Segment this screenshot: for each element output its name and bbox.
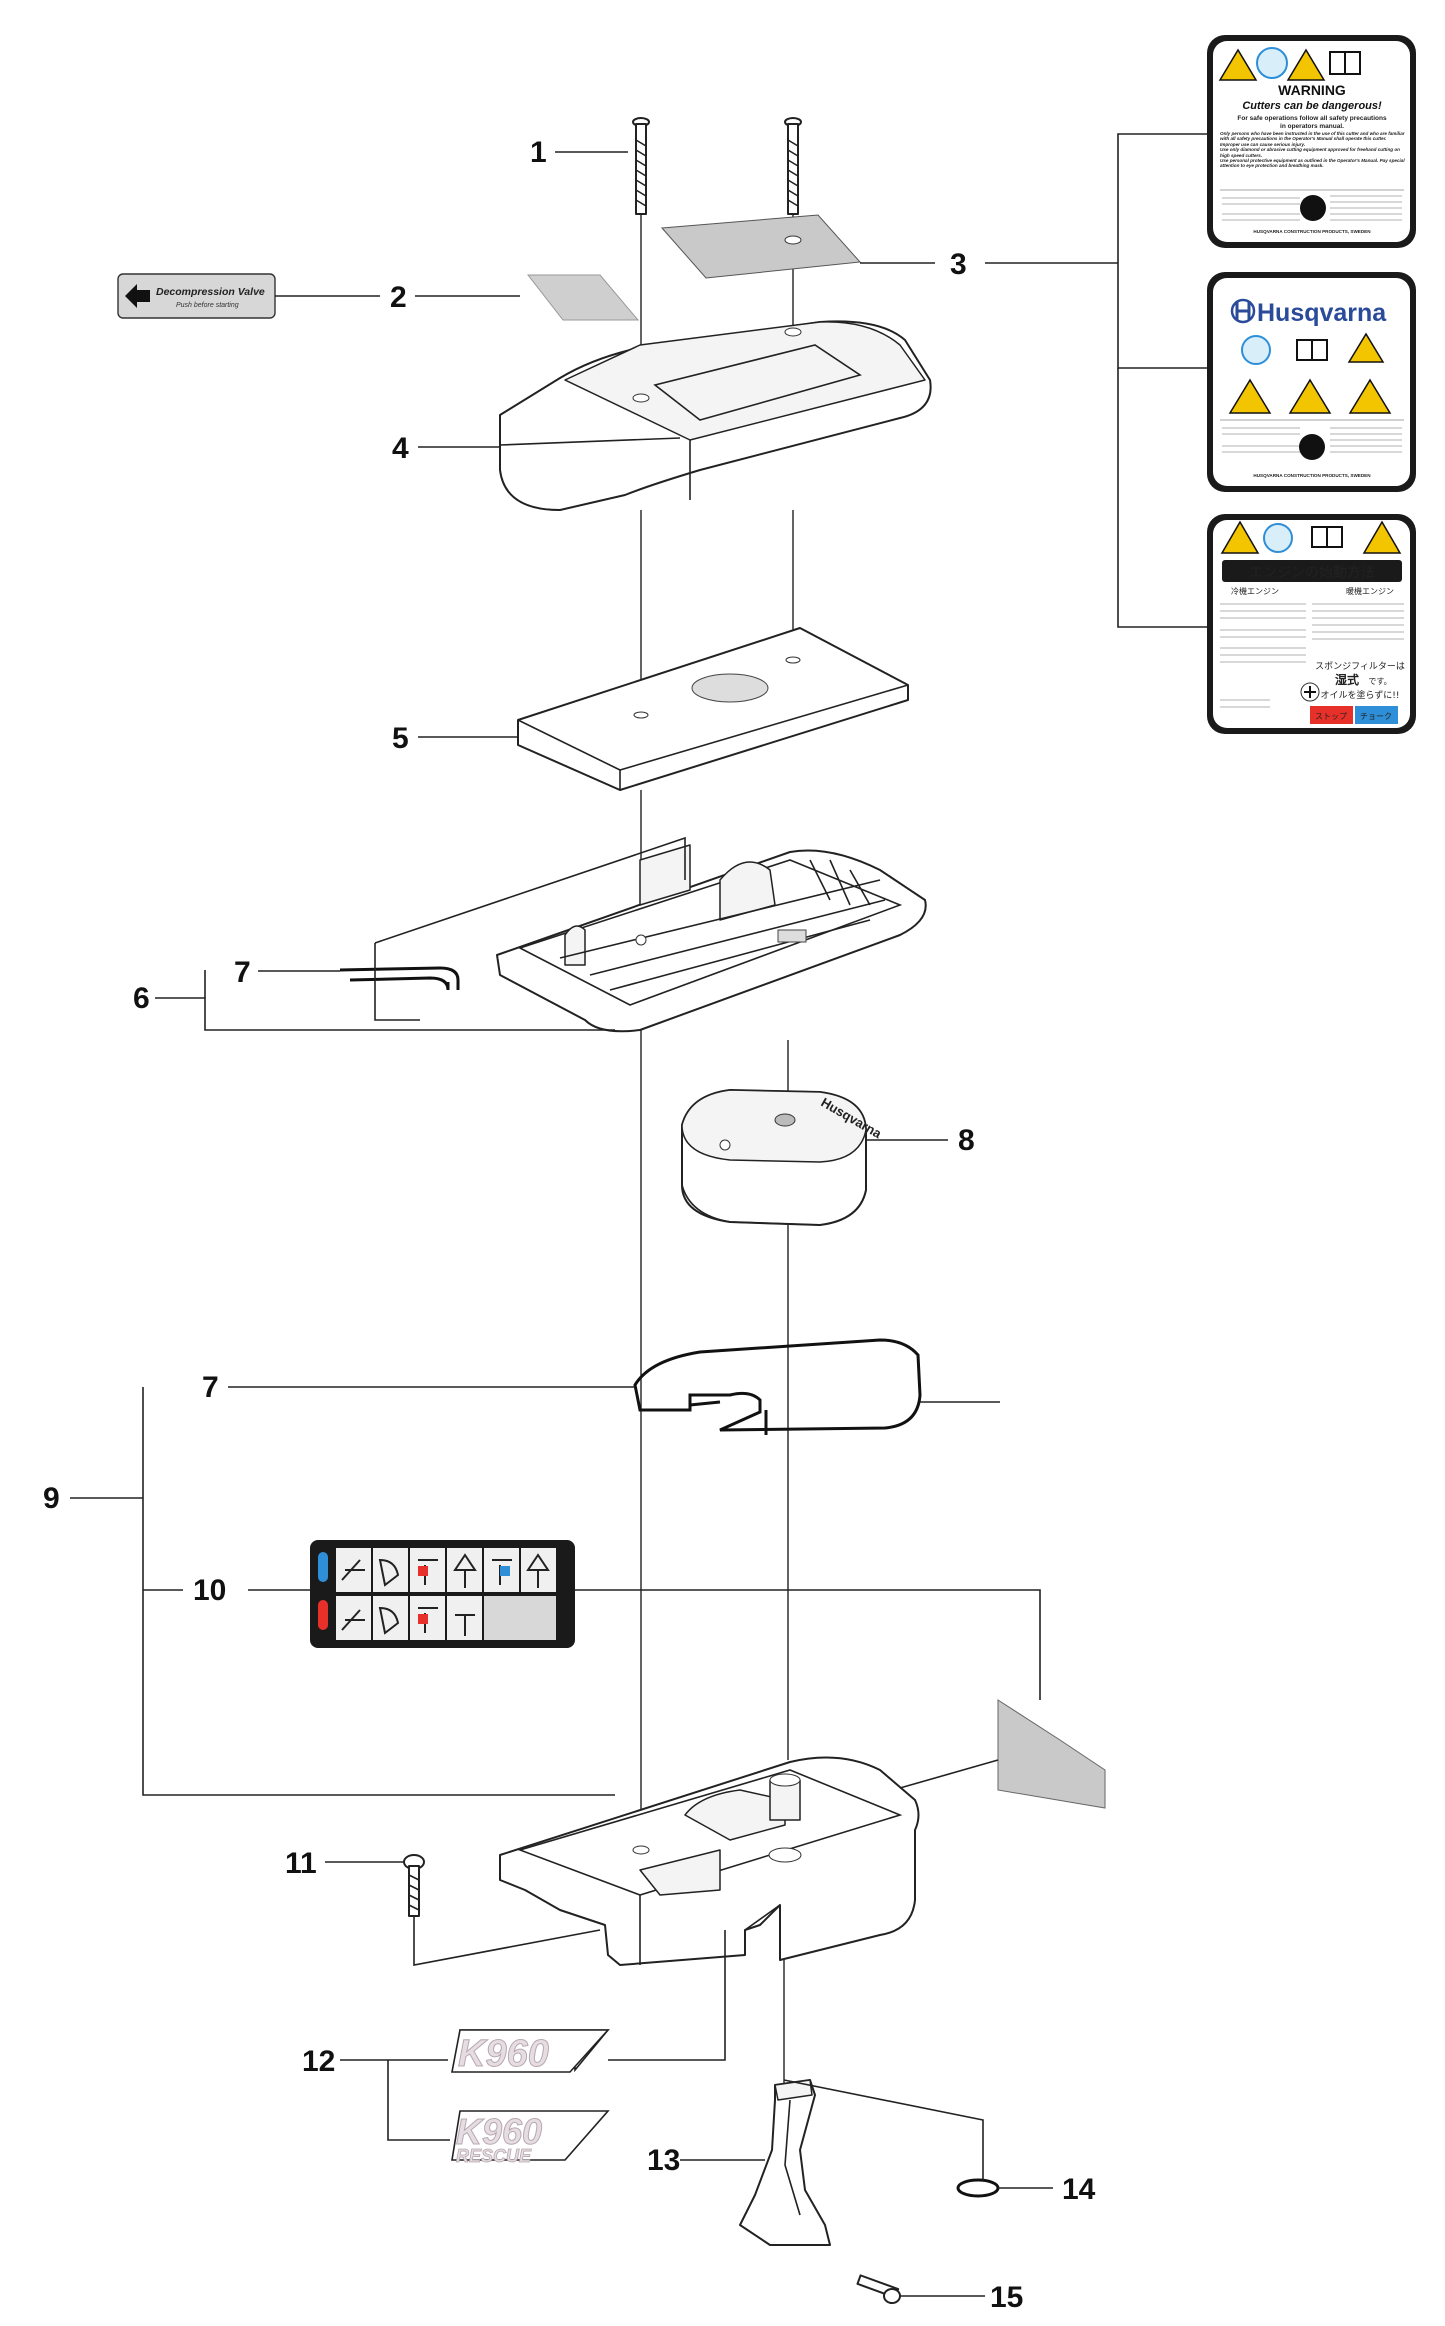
part-12-model-badges: K960 K960 RESCUE	[451, 2029, 610, 2166]
callout-11: 11	[285, 1847, 317, 1880]
badge-rescue-model-text: K960	[456, 2111, 542, 2152]
callout-10: 10	[193, 1574, 226, 1607]
callout-9: 9	[43, 1482, 60, 1515]
part-10-start-decal	[310, 1540, 575, 1648]
callout-14: 14	[1062, 2173, 1096, 2206]
part-9-filter-housing-base	[499, 1756, 920, 1966]
callout-numbers: 1 2 3 4 5 6 7 8 7 9 10 11 12 13 14 15	[43, 136, 1096, 2314]
warning-bullet-2: Use only diamond or abrasive cutting equ…	[1220, 147, 1400, 158]
callout-15: 15	[990, 2281, 1023, 2314]
part-13-intake-arm	[739, 2079, 831, 2246]
jp-filter-line: スポンジフィルターは	[1315, 661, 1405, 672]
right-gray-decal	[997, 1699, 1106, 1809]
callout-5: 5	[392, 722, 409, 755]
part-11-screw	[403, 1854, 425, 1917]
part-2-gray-decal	[526, 274, 640, 321]
part-4-air-filter-cover	[499, 320, 932, 511]
screw-right	[784, 117, 802, 215]
callout-4: 4	[392, 432, 409, 465]
badge-rescue-variant-text: RESCUE	[456, 2146, 532, 2166]
warning-bullet-3: Use personal protective equipment as out…	[1220, 158, 1405, 169]
callout-12: 12	[302, 2045, 335, 2078]
callout-3: 3	[950, 248, 967, 281]
badge-k960: K960	[451, 2029, 610, 2076]
callout-2: 2	[390, 281, 407, 314]
badge-k960-rescue: K960 RESCUE	[451, 2110, 610, 2166]
callout-7-upper: 7	[234, 956, 251, 989]
callout-13: 13	[647, 2144, 680, 2177]
leader-lines	[70, 133, 1207, 2297]
jp-desu: です。	[1368, 677, 1391, 686]
part-6-filter-holder	[496, 844, 927, 1033]
decal-husqvarna: Husqvarna HUSQVARNA CONSTRUCTION PRODUCT…	[1207, 272, 1416, 492]
badge-k960-text: K960	[458, 2033, 549, 2075]
decal-japanese-start: エンジンの始動方法 冷機エンジン 暖機エンジン スポンジフィルターは 湿式 です…	[1207, 514, 1416, 734]
husqvarna-brand: Husqvarna	[1257, 299, 1387, 327]
screw-left	[632, 117, 650, 215]
callout-1: 1	[530, 136, 547, 169]
jp-title: エンジンの始動方法	[1249, 565, 1375, 581]
decal-warning: WARNING Cutters can be dangerous! For sa…	[1207, 35, 1416, 248]
decompression-title: Decompression Valve	[156, 286, 265, 298]
jp-btn-stop: ストップ	[1315, 712, 1347, 721]
part-8-air-filter: Husqvarna	[681, 1089, 885, 1226]
decal-decompression-valve: Decompression Valve Push before starting	[117, 273, 276, 319]
warning-bullet-1: Only persons who have been instructed in…	[1220, 131, 1405, 147]
warning-line2: in operators manual.	[1280, 123, 1344, 130]
callout-8: 8	[958, 1124, 975, 1157]
callout-6: 6	[133, 982, 150, 1015]
part-7-upper-bracket	[339, 966, 460, 991]
part-3-gray-decal	[660, 214, 862, 279]
warning-footer: HUSQVARNA CONSTRUCTION PRODUCTS, SWEDEN	[1253, 229, 1371, 234]
husqvarna-footer: HUSQVARNA CONSTRUCTION PRODUCTS, SWEDEN	[1253, 473, 1371, 478]
warning-pictograms	[1218, 47, 1361, 81]
part-14-o-ring	[956, 2178, 1000, 2198]
jp-wet: 湿式	[1335, 672, 1359, 687]
part-15-screw	[856, 2274, 901, 2304]
warning-subheading: Cutters can be dangerous!	[1242, 100, 1382, 112]
jp-btn-choke: チョーク	[1360, 712, 1392, 721]
jp-oil: オイルを塗らずに!!	[1320, 689, 1399, 701]
warning-line1: For safe operations follow all safety pr…	[1237, 115, 1387, 122]
decompression-subtitle: Push before starting	[176, 302, 239, 309]
husqvarna-logo-icon	[1230, 298, 1256, 324]
part-5-filter-pad	[517, 627, 909, 791]
part-1-screws	[632, 117, 802, 215]
jp-col-right: 暖機エンジン	[1346, 586, 1394, 596]
jp-col-left: 冷機エンジン	[1231, 586, 1279, 596]
warning-heading: WARNING	[1278, 82, 1346, 98]
part-7-lower-gasket	[633, 1338, 922, 1435]
callout-7-lower: 7	[202, 1371, 219, 1404]
